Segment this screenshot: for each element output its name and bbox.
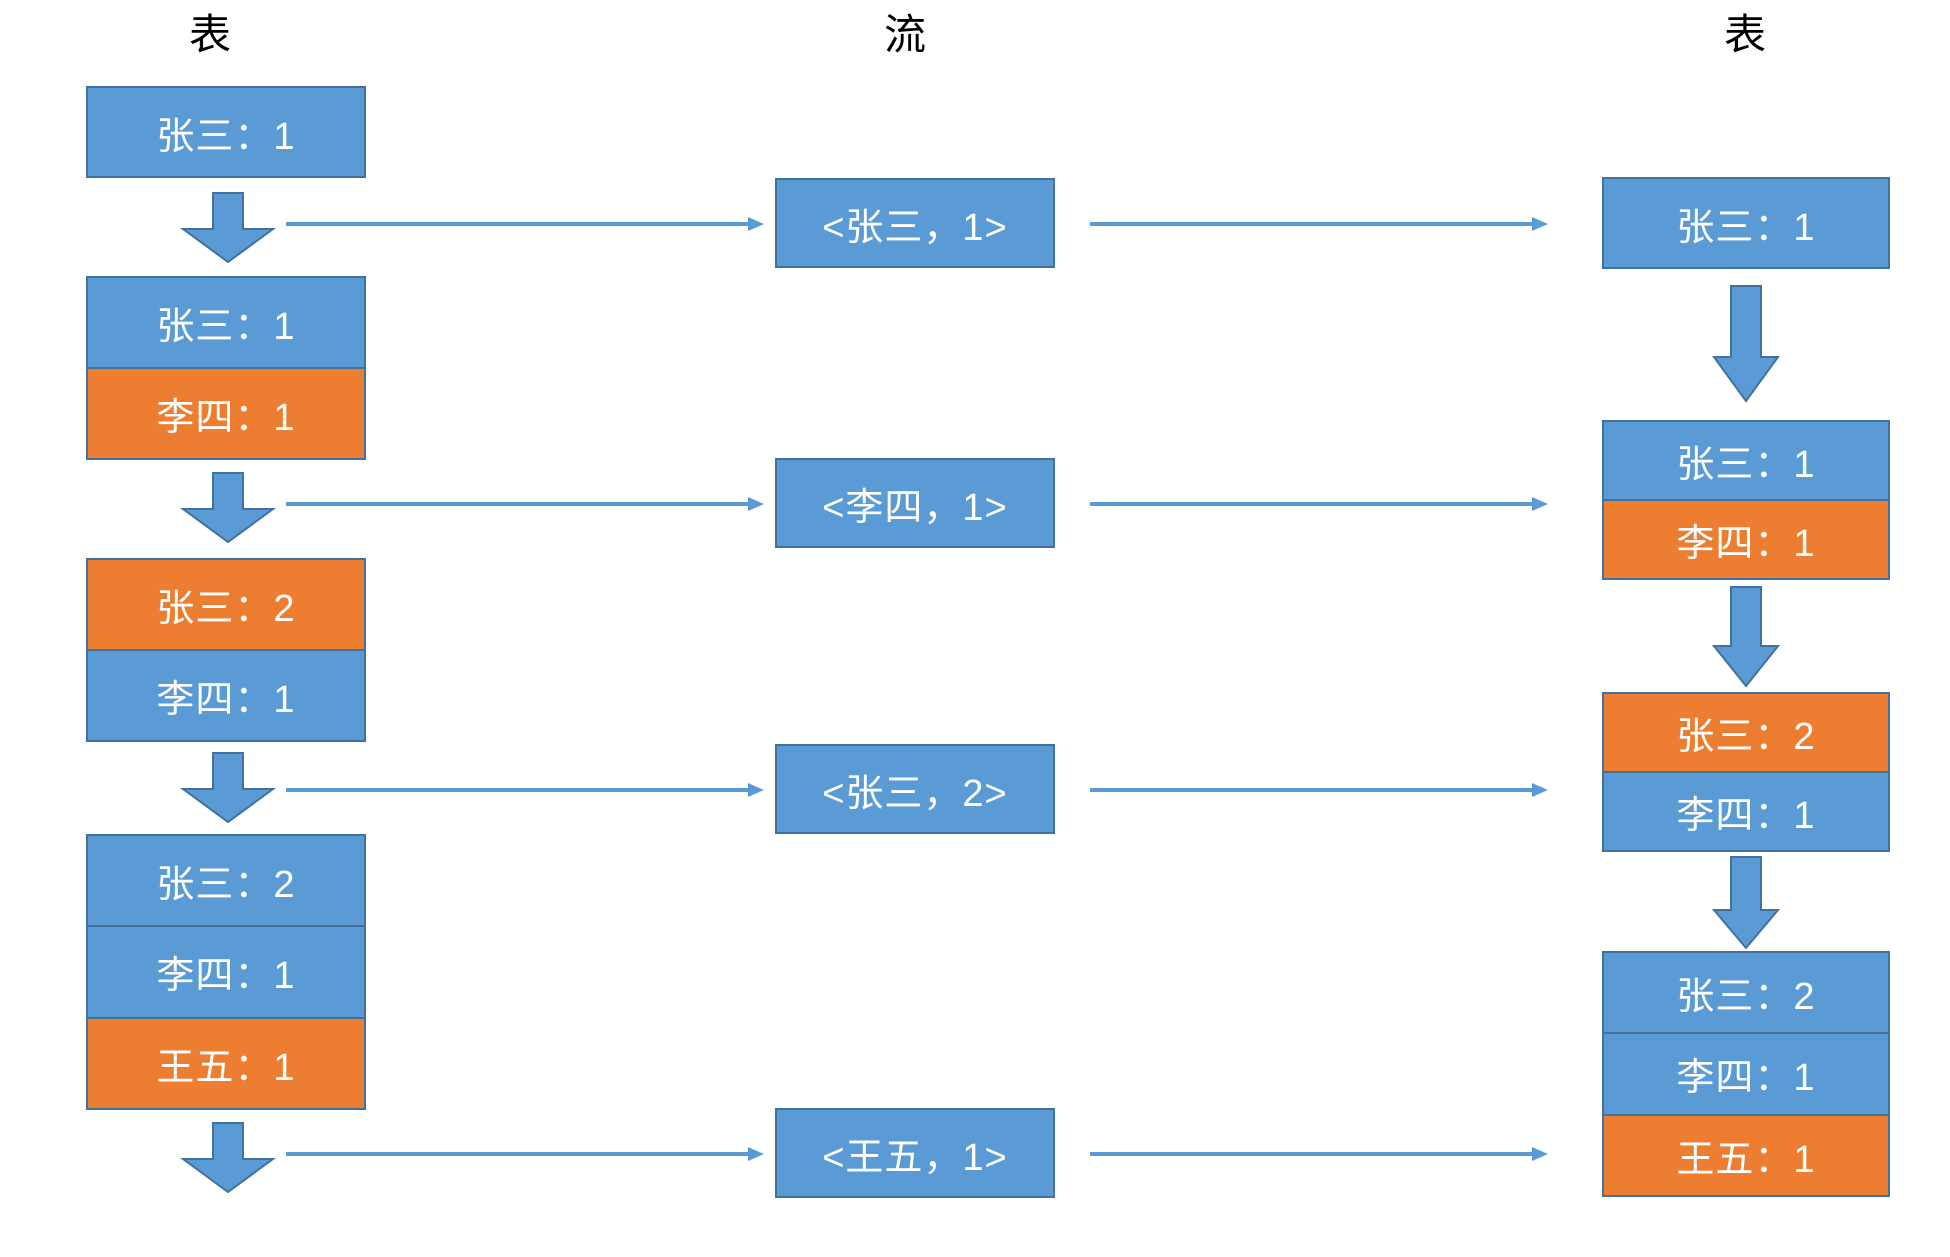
table-row: 李四：1	[1604, 499, 1888, 578]
left-stack-4: 张三：2 李四：1 王五：1	[86, 834, 366, 1110]
right-stack-3: 张三：2 李四：1	[1602, 692, 1890, 852]
table-row: 张三：1	[88, 278, 364, 367]
table-row: 张三：1	[1604, 422, 1888, 499]
connector-arrow-stream-to-right	[1090, 494, 1550, 514]
stream-event-box: <张三，2>	[775, 744, 1055, 834]
connector-arrow-stream-to-right	[1090, 1144, 1550, 1164]
table-row: 李四：1	[88, 925, 364, 1017]
column-header-left: 表	[188, 11, 232, 58]
table-row: 张三：2	[1604, 694, 1888, 771]
table-row: 张三：2	[1604, 953, 1888, 1033]
left-stack-1: 张三：1	[86, 86, 366, 178]
table-row: 李四：1	[1604, 1032, 1888, 1114]
right-stack-4: 张三：2 李四：1 王五：1	[1602, 951, 1890, 1197]
right-stack-2: 张三：1 李四：1	[1602, 420, 1890, 580]
table-row: 张三：1	[88, 88, 364, 176]
down-arrow-icon	[1712, 856, 1780, 950]
down-arrow-icon	[180, 192, 276, 264]
table-row: 张三：2	[88, 560, 364, 649]
connector-arrow-left-to-stream	[286, 214, 766, 234]
connector-arrow-left-to-stream	[286, 1144, 766, 1164]
down-arrow-icon	[180, 752, 276, 824]
table-row: 王五：1	[88, 1016, 364, 1108]
stream-event-box: <李四，1>	[775, 458, 1055, 548]
down-arrow-icon	[1712, 586, 1780, 688]
left-stack-2: 张三：1 李四：1	[86, 276, 366, 460]
table-row: 张三：1	[1604, 179, 1888, 267]
connector-arrow-stream-to-right	[1090, 780, 1550, 800]
stream-event-box: <王五，1>	[775, 1108, 1055, 1198]
left-stack-3: 张三：2 李四：1	[86, 558, 366, 742]
right-stack-1: 张三：1	[1602, 177, 1890, 269]
connector-arrow-left-to-stream	[286, 494, 766, 514]
table-row: 王五：1	[1604, 1113, 1888, 1195]
table-row: 张三：2	[88, 836, 364, 926]
column-header-right: 表	[1723, 11, 1767, 58]
down-arrow-icon	[180, 1122, 276, 1194]
down-arrow-icon	[1712, 285, 1780, 403]
table-row: 李四：1	[1604, 771, 1888, 850]
table-row: 李四：1	[88, 367, 364, 458]
table-row: 李四：1	[88, 649, 364, 740]
down-arrow-icon	[180, 472, 276, 544]
connector-arrow-left-to-stream	[286, 780, 766, 800]
stream-event-box: <张三，1>	[775, 178, 1055, 268]
connector-arrow-stream-to-right	[1090, 214, 1550, 234]
column-header-middle: 流	[883, 11, 927, 58]
